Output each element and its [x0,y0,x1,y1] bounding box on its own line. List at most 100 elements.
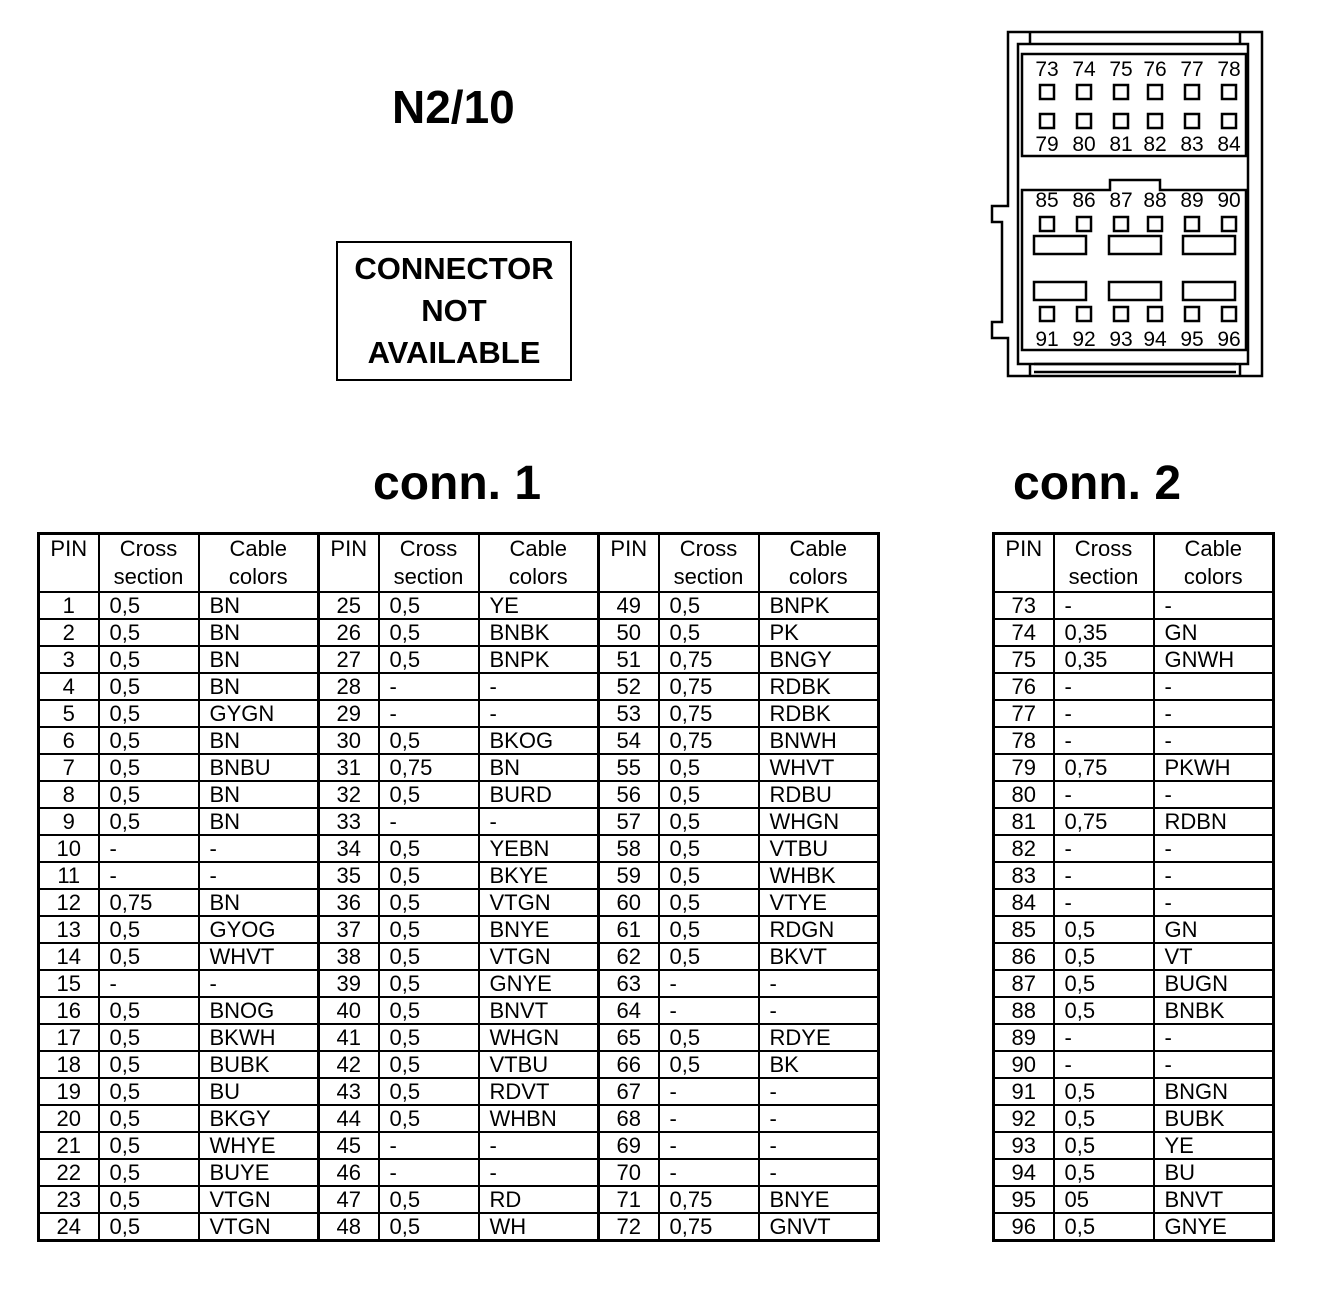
cross-section: - [1052,699,1155,728]
pin-number: 56 [597,780,660,809]
cable-color: BN [197,618,320,647]
pin-cavity [1112,215,1130,233]
diagram-pin-label: 79 [1035,133,1058,156]
header-line: Cross [399,536,458,561]
cross-section: - [657,1158,760,1187]
table-row: 78-- [992,726,1275,755]
cable-color: GNYE [1152,1212,1275,1242]
pin-number: 63 [597,969,660,998]
cable-color: RDVT [477,1077,600,1106]
cable-color: - [477,1158,600,1187]
cable-color: BNYE [477,915,600,944]
pin-cavity [1146,83,1164,101]
cross-section: 0,5 [97,1185,200,1214]
header-line: colors [228,564,288,589]
pin-number: 96 [992,1212,1055,1242]
pin-number: 36 [317,888,380,917]
cable-color: BUYE [197,1158,320,1187]
cross-section: 0,35 [1052,618,1155,647]
diagram-pin-label: 75 [1109,58,1132,81]
notice-line-2: NOT [421,293,487,328]
pin-number: 25 [317,591,380,620]
cable-color: RDBU [757,780,880,809]
cable-color: BN [197,672,320,701]
cross-section: 0,5 [377,726,480,755]
pin-cavity [1183,83,1201,101]
table-row: 80-- [992,780,1275,809]
pin-header: PIN [992,532,1055,593]
cross-section: - [657,1104,760,1133]
pin-cavity [1038,215,1056,233]
pin-number: 15 [37,969,100,998]
pin-number: 94 [992,1158,1055,1187]
cross-section: 0,5 [377,996,480,1025]
cable-color: - [1152,699,1275,728]
cable-color: VTYE [757,888,880,917]
pin-number: 44 [317,1104,380,1133]
cable-color: - [1152,1050,1275,1079]
pin-number: 86 [992,942,1055,971]
cable-color: BUGN [1152,969,1275,998]
cross-section: 0,5 [377,969,480,998]
cable-color: - [477,807,600,836]
cable-color: VTBU [477,1050,600,1079]
pin-number: 88 [992,996,1055,1025]
cable-color: BUBK [197,1050,320,1079]
pin-number: 30 [317,726,380,755]
cable-color: BN [197,807,320,836]
cable-color: BN [197,645,320,674]
pin-cavity [1038,83,1056,101]
diagram-pin-label: 83 [1180,133,1203,156]
cross-section: - [1052,834,1155,863]
cross-section: 0,5 [97,672,200,701]
cross-section: 0,5 [657,1023,760,1052]
cross-section: 0,5 [377,861,480,890]
diagram-pin-label: 85 [1035,189,1058,212]
pin-cavity [1075,215,1093,233]
pin-number: 75 [992,645,1055,674]
cable-color: - [477,672,600,701]
pin-cavity [1075,305,1093,323]
pin-number: 53 [597,699,660,728]
cable-color: - [757,969,880,998]
cable-color: BNBK [477,618,600,647]
pin-number: 52 [597,672,660,701]
cross-section: 0,5 [657,591,760,620]
pin-number: 27 [317,645,380,674]
cross-section: 0,5 [97,1131,200,1160]
cable-color: BNOG [197,996,320,1025]
cable-color: VTBU [757,834,880,863]
header-line: colors [788,564,848,589]
cable-color: WHGN [757,807,880,836]
pin-header: PIN [597,532,660,593]
pin-number: 70 [597,1158,660,1187]
pin-number: 89 [992,1023,1055,1052]
cable-color: BNBU [197,753,320,782]
cross-section: 0,75 [657,726,760,755]
cable-color: WHBK [757,861,880,890]
pin-number: 60 [597,888,660,917]
cross-section: 0,5 [97,780,200,809]
conn2-label: conn. 2 [1013,457,1182,510]
pin-number: 8 [37,780,100,809]
cross-section: - [377,1158,480,1187]
pin-number: 13 [37,915,100,944]
cable-color: - [477,1131,600,1160]
diagram-pin-label: 76 [1143,58,1166,81]
pin-number: 92 [992,1104,1055,1133]
cable-color: BN [197,780,320,809]
pin-number: 54 [597,726,660,755]
pin-number: 48 [317,1212,380,1242]
terminal-slot [1181,280,1237,302]
diagram-pin-label: 81 [1109,133,1132,156]
pin-number: 40 [317,996,380,1025]
pin-number: 51 [597,645,660,674]
